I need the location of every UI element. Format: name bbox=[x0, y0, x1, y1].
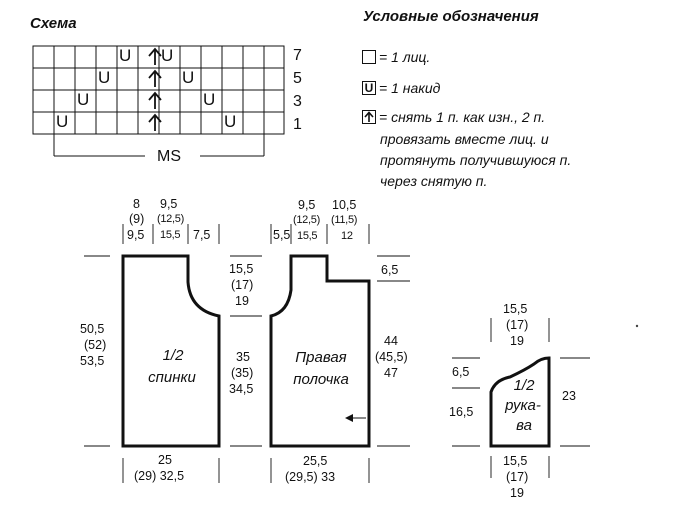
sleeve-piece-outline bbox=[489, 356, 551, 448]
sleeve-top-dim: (17) bbox=[506, 318, 529, 332]
back-height-dim: 50,5 bbox=[80, 322, 105, 336]
back-side-dim: 35 bbox=[236, 350, 250, 364]
legend-decrease-line-4: через снятую п. bbox=[380, 173, 488, 189]
double-decrease-icon bbox=[148, 113, 162, 131]
dimension-lines bbox=[84, 224, 590, 483]
back-piece-label: 1/2 bbox=[162, 347, 184, 364]
front-step-dim: 6,5 bbox=[381, 263, 399, 277]
back-top-mid-dim: 15,5 bbox=[160, 229, 181, 241]
row-number: 7 bbox=[293, 47, 302, 64]
front-piece-label: Правая bbox=[295, 349, 347, 366]
legend-decrease-line-2: провязать вместе лиц. и bbox=[380, 131, 549, 147]
back-top-mid-dim: (12,5) bbox=[157, 213, 184, 225]
front-top-mid-dim: 15,5 bbox=[297, 230, 318, 242]
front-top-right-dim: (11,5) bbox=[331, 214, 358, 226]
back-width-dim: 25 bbox=[158, 453, 172, 467]
back-piece-label: спинки bbox=[148, 369, 196, 386]
sleeve-bottom-dim: (17) bbox=[506, 470, 529, 484]
front-piece-outline bbox=[269, 254, 371, 448]
back-neck-dim: 15,5 bbox=[229, 262, 254, 276]
back-side-dim: (35) bbox=[231, 366, 254, 380]
legend-title: Условные обозначения bbox=[363, 8, 539, 25]
double-decrease-icon bbox=[148, 47, 162, 65]
front-side-dim: 44 bbox=[384, 334, 398, 348]
repeat-bracket bbox=[53, 134, 265, 157]
yarn-over-symbol: U bbox=[203, 90, 216, 109]
front-side-dim: (45,5) bbox=[375, 350, 408, 364]
front-top-right-dim: 10,5 bbox=[332, 198, 357, 212]
yarn-over-symbol: U bbox=[98, 68, 111, 87]
sleeve-cap-dim: 6,5 bbox=[452, 365, 470, 379]
yarn-over-symbol: U bbox=[77, 90, 90, 109]
sleeve-piece-label: рука- bbox=[505, 397, 541, 414]
back-top-left-dim: (9) bbox=[129, 212, 145, 226]
decrease-symbol-column bbox=[148, 47, 162, 131]
knitting-direction-arrow-icon bbox=[345, 414, 366, 422]
back-piece-outline bbox=[121, 254, 221, 448]
front-side-dim: 47 bbox=[384, 366, 398, 380]
front-width-dim: (29,5) 33 bbox=[285, 470, 336, 484]
back-neck-dim: (17) bbox=[231, 278, 254, 292]
yarn-over-symbol: U bbox=[161, 46, 174, 65]
back-top-right-dim: 7,5 bbox=[193, 228, 211, 242]
back-top-mid-dim: 9,5 bbox=[160, 197, 178, 211]
row-number: 1 bbox=[293, 116, 302, 133]
sleeve-top-dim: 15,5 bbox=[503, 302, 528, 316]
sleeve-piece-label: 1/2 bbox=[513, 377, 535, 394]
yarn-over-symbol: U bbox=[182, 68, 195, 87]
yarn-over-symbol: U bbox=[119, 46, 132, 65]
legend-decrease-line-3: протянуть получившуюся п. bbox=[380, 152, 572, 168]
sleeve-top-dim: 19 bbox=[510, 334, 524, 348]
back-height-dim: 53,5 bbox=[80, 354, 105, 368]
repeat-label: MS bbox=[154, 149, 184, 165]
yarn-over-symbol: U bbox=[56, 112, 69, 131]
sleeve-body-dim: 16,5 bbox=[449, 405, 474, 419]
front-piece-label: полочка bbox=[293, 371, 349, 388]
double-decrease-legend-icon bbox=[362, 110, 376, 124]
print-speck bbox=[635, 324, 639, 328]
sleeve-piece-label: ва bbox=[516, 417, 532, 434]
yarn-over-icon: U bbox=[362, 81, 376, 95]
knit-stitch-icon bbox=[362, 50, 376, 64]
front-top-left-dim: 5,5 bbox=[273, 228, 291, 242]
double-decrease-icon bbox=[148, 91, 162, 109]
sleeve-bottom-dim: 19 bbox=[510, 486, 524, 500]
back-side-dim: 34,5 bbox=[229, 382, 254, 396]
legend-yarn-over: = 1 накид bbox=[379, 80, 441, 96]
front-width-dim: 25,5 bbox=[303, 454, 328, 468]
row-number: 3 bbox=[293, 93, 302, 110]
sleeve-right-dim: 23 bbox=[562, 389, 576, 403]
back-top-left-dim: 8 bbox=[133, 197, 140, 211]
stitch-chart-grid bbox=[32, 45, 285, 135]
back-width-dim: (29) 32,5 bbox=[134, 469, 185, 483]
front-top-right-dim: 12 bbox=[341, 230, 353, 242]
back-neck-dim: 19 bbox=[235, 294, 249, 308]
schema-title: Схема bbox=[30, 15, 77, 32]
yarn-over-symbol: U bbox=[224, 112, 237, 131]
row-number: 5 bbox=[293, 70, 302, 87]
double-decrease-icon bbox=[148, 69, 162, 87]
back-height-dim: (52) bbox=[84, 338, 107, 352]
front-top-mid-dim: (12,5) bbox=[293, 214, 320, 226]
legend-knit: = 1 лиц. bbox=[379, 49, 431, 65]
back-top-left-dim: 9,5 bbox=[127, 228, 145, 242]
front-top-mid-dim: 9,5 bbox=[298, 198, 316, 212]
legend-decrease-line-1: = снять 1 п. как изн., 2 п. bbox=[379, 109, 546, 125]
sleeve-bottom-dim: 15,5 bbox=[503, 454, 528, 468]
